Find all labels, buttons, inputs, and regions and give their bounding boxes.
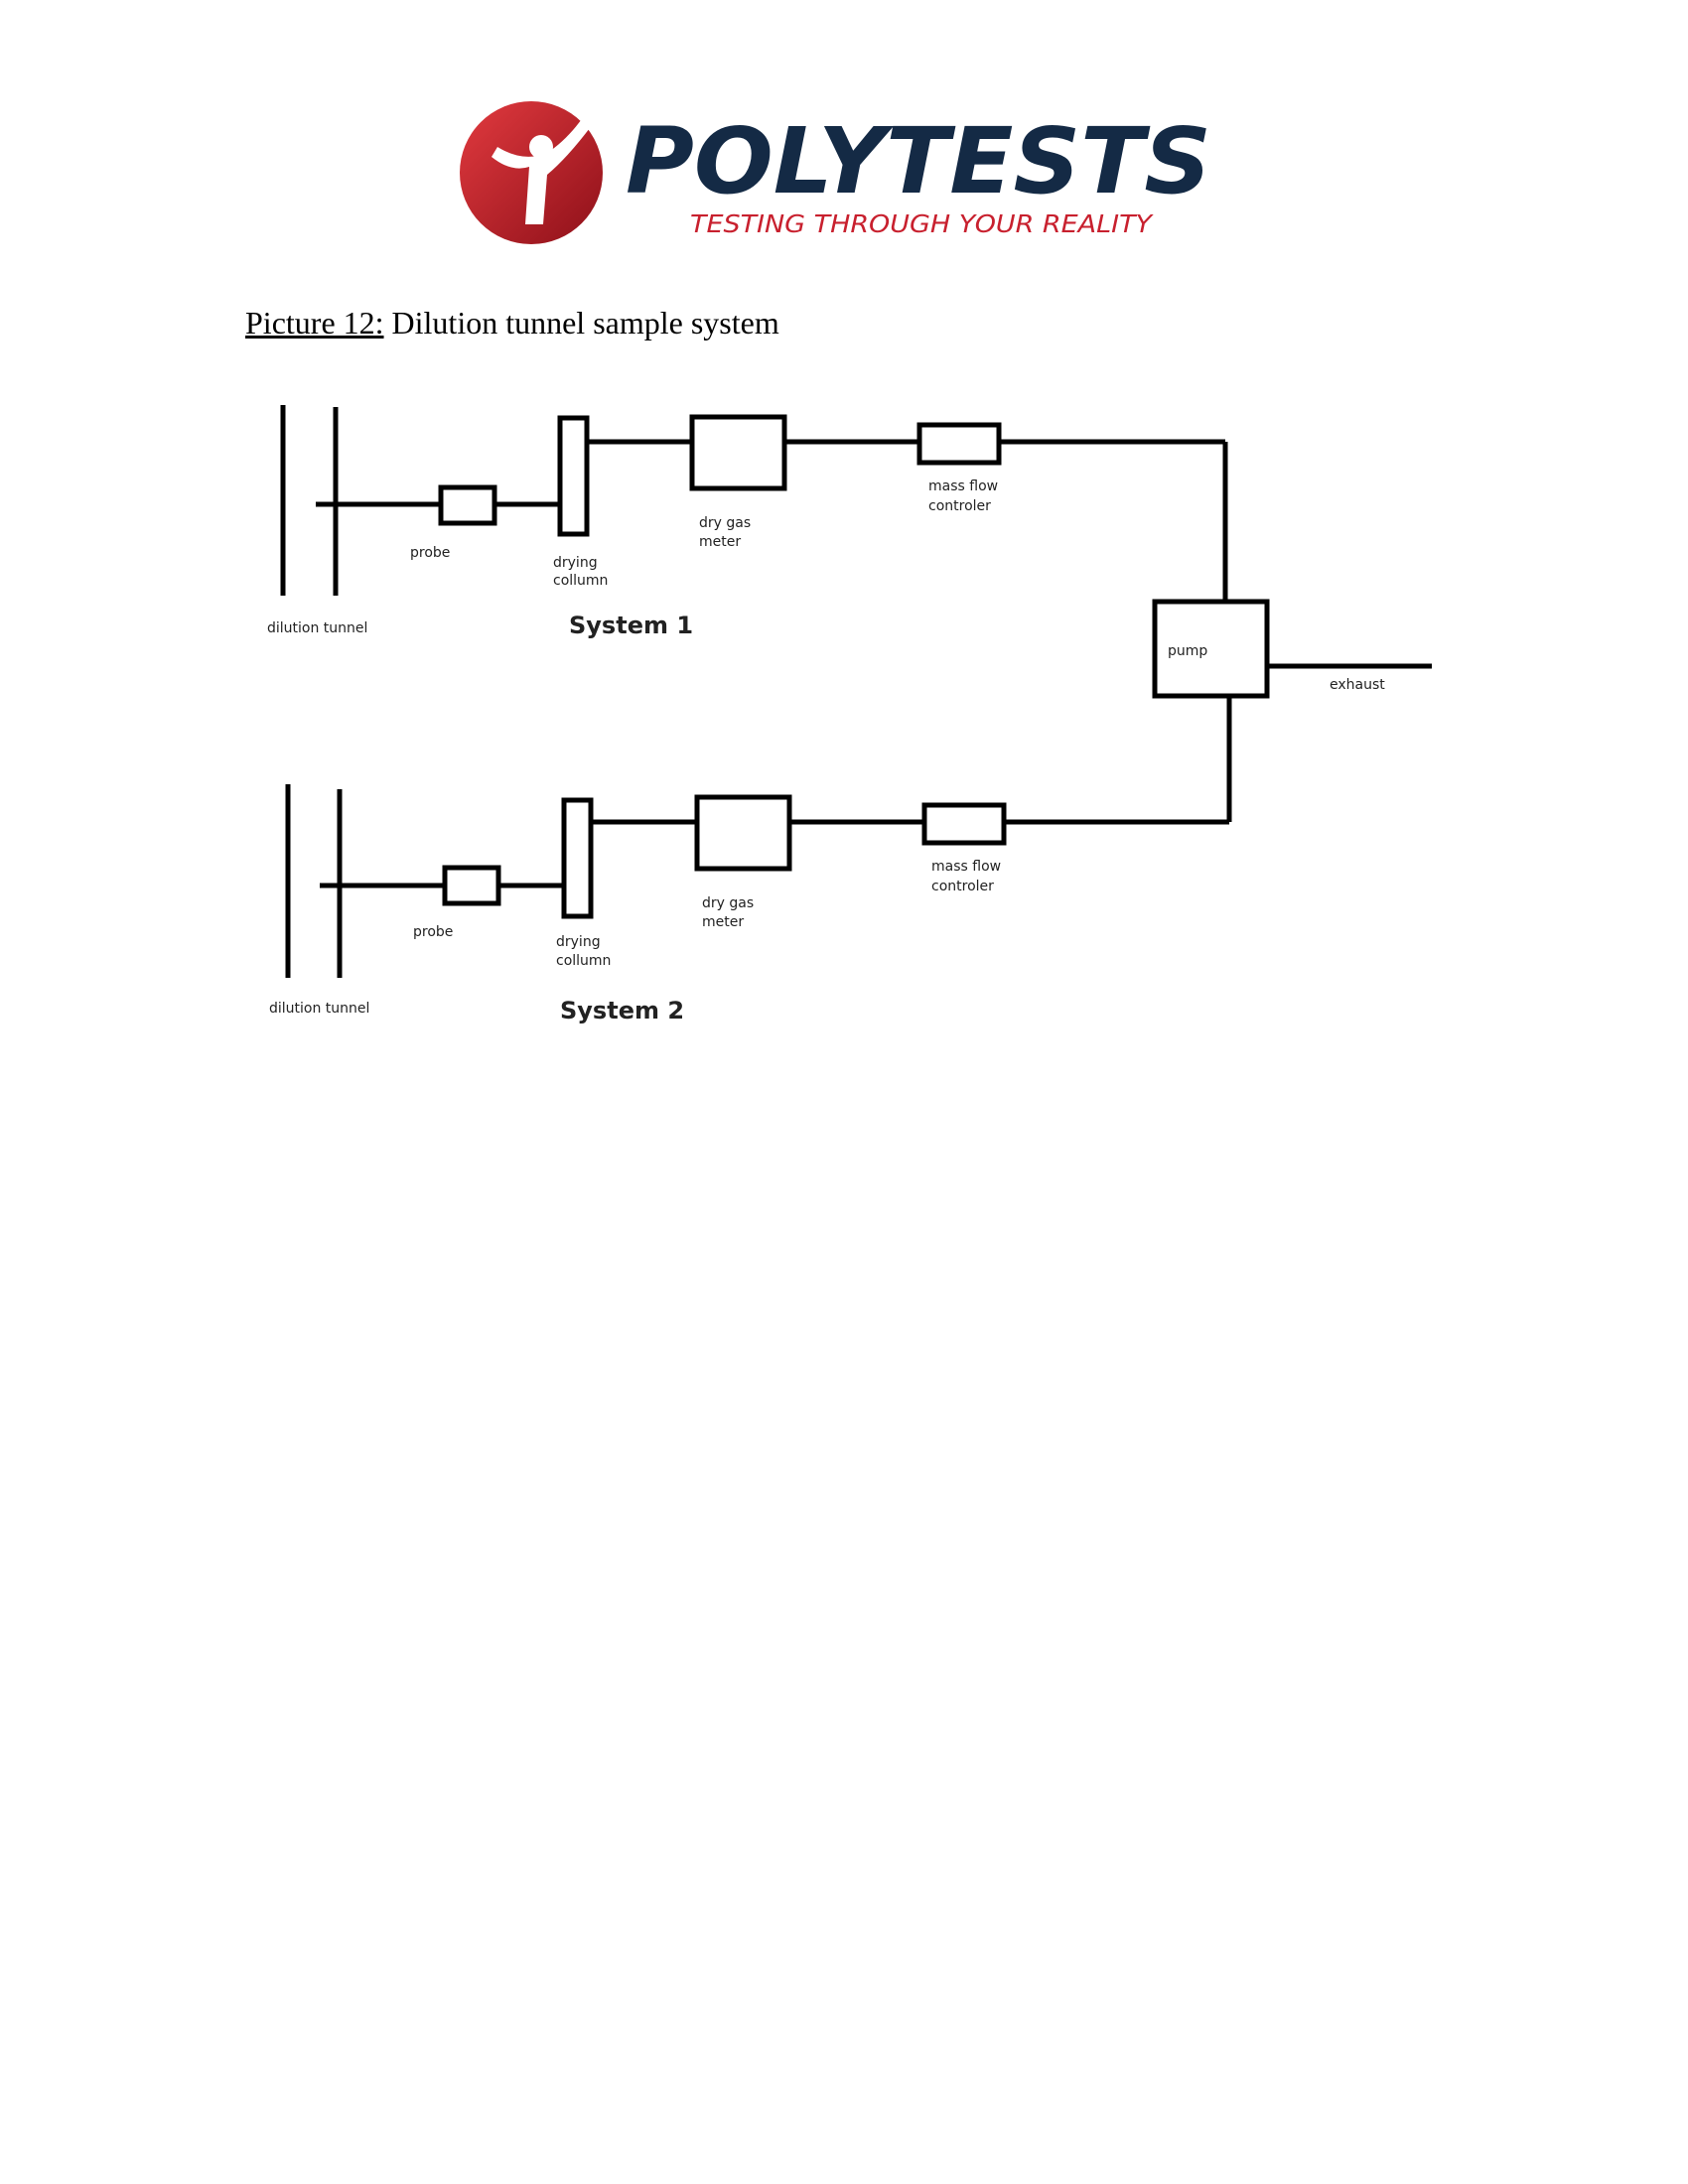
dry-gas-meter-box-1 <box>689 414 787 491</box>
label-meter-2-line2: meter <box>702 914 744 930</box>
system-2 <box>285 696 1232 978</box>
label-drying-1-line2: collumn <box>553 573 608 589</box>
label-dilution-tunnel-1: dilution tunnel <box>267 620 367 636</box>
drying-column-box-1 <box>557 415 590 537</box>
label-mfc-1-line2: controler <box>928 498 991 514</box>
label-meter-2-line1: dry gas <box>702 895 754 911</box>
label-dilution-tunnel-2: dilution tunnel <box>269 1001 369 1017</box>
figure-caption: Picture 12: Dilution tunnel sample syste… <box>245 305 779 341</box>
sample-system-diagram: dilution tunnel probe drying collumn dry… <box>267 405 1432 1024</box>
label-probe-2: probe <box>413 924 453 940</box>
label-exhaust: exhaust <box>1330 677 1385 693</box>
label-mfc-2-line2: controler <box>931 879 994 894</box>
logo-figure-icon <box>492 109 601 224</box>
logo-tagline-text: TESTING THROUGH YOUR REALITY <box>690 209 1154 238</box>
caption-text: Dilution tunnel sample system <box>383 305 779 341</box>
label-probe-1: probe <box>410 545 450 561</box>
logo-brand-text: POLYTESTS <box>626 108 1211 214</box>
label-mfc-2-line1: mass flow <box>931 859 1001 875</box>
drying-column-box-2 <box>561 797 594 919</box>
label-system-1: System 1 <box>569 612 693 639</box>
label-system-2: System 2 <box>560 997 684 1024</box>
label-mfc-1-line1: mass flow <box>928 478 998 494</box>
mass-flow-box-1 <box>916 422 1002 466</box>
pump-box <box>1152 599 1270 699</box>
polytests-logo: POLYTESTS TESTING THROUGH YOUR REALITY <box>452 95 1246 254</box>
label-drying-1-line1: drying <box>553 555 598 571</box>
caption-label: Picture 12: <box>245 305 384 341</box>
label-meter-1-line2: meter <box>699 534 741 550</box>
probe-box-2 <box>442 865 501 906</box>
label-pump: pump <box>1168 643 1207 659</box>
probe-box-1 <box>438 484 497 526</box>
label-drying-2-line2: collumn <box>556 953 611 969</box>
dry-gas-meter-box-2 <box>694 794 792 872</box>
mass-flow-box-2 <box>921 802 1007 846</box>
system-1 <box>280 405 1228 602</box>
label-meter-1-line1: dry gas <box>699 515 751 531</box>
label-drying-2-line1: drying <box>556 934 601 950</box>
logo-graphic: POLYTESTS TESTING THROUGH YOUR REALITY <box>460 101 1211 244</box>
